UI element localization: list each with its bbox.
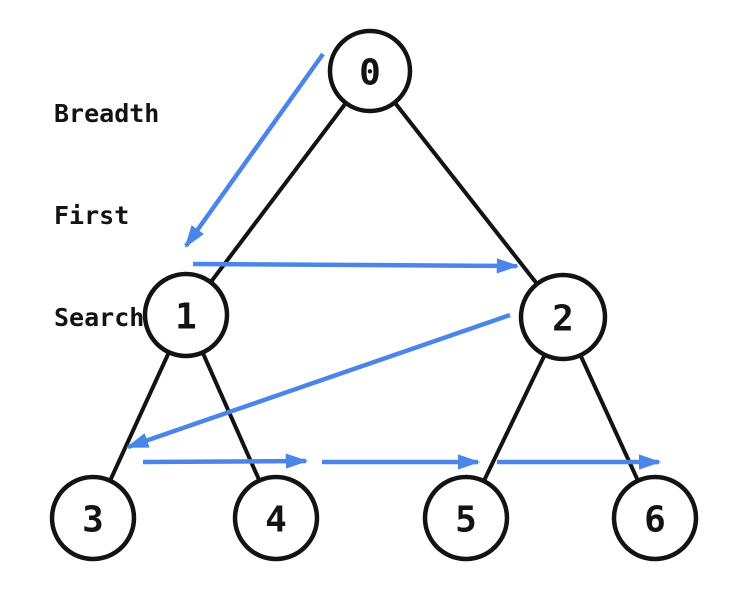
bfs-arrow-visit-0-to-1 [184,52,325,248]
node-1-circle [142,271,230,359]
node-2-circle [518,272,608,362]
node-0-label: 0 [359,53,381,94]
node-4-circle [232,474,320,562]
tree-node-6: 6 [611,474,699,562]
node-0-circle [327,28,413,114]
bfs-arrow-visit-1-to-2 [192,258,520,274]
tree-node-0: 0 [327,28,413,114]
node-5-circle [422,474,510,562]
title-line-2: First [54,201,130,230]
diagram-title: Breadth First Search [54,29,159,403]
title-line-1: Breadth [54,99,160,128]
title-line-3: Search [54,303,145,332]
tree-node-3: 3 [49,474,137,562]
node-3-label: 3 [82,500,104,541]
tree-edge-0-1 [184,69,372,317]
tree-node-1: 1 [142,271,230,359]
tree-node-5: 5 [422,474,510,562]
bfs-arrow-visit-2-to-3 [125,312,511,450]
bfs-arrow-visit-3-to-4 [142,453,309,469]
node-6-circle [611,474,699,562]
node-4-label: 4 [265,500,287,541]
tree-node-2: 2 [518,272,608,362]
node-2-label: 2 [552,299,574,340]
bfs-arrows-layer [125,52,662,470]
node-3-circle [49,474,137,562]
tree-edge-0-2 [368,69,565,319]
node-1-label: 1 [175,297,197,338]
node-5-label: 5 [455,500,477,541]
tree-node-4: 4 [232,474,320,562]
node-6-label: 6 [644,500,666,541]
tree-nodes-layer: 0 1 2 3 4 5 6 [49,28,699,562]
